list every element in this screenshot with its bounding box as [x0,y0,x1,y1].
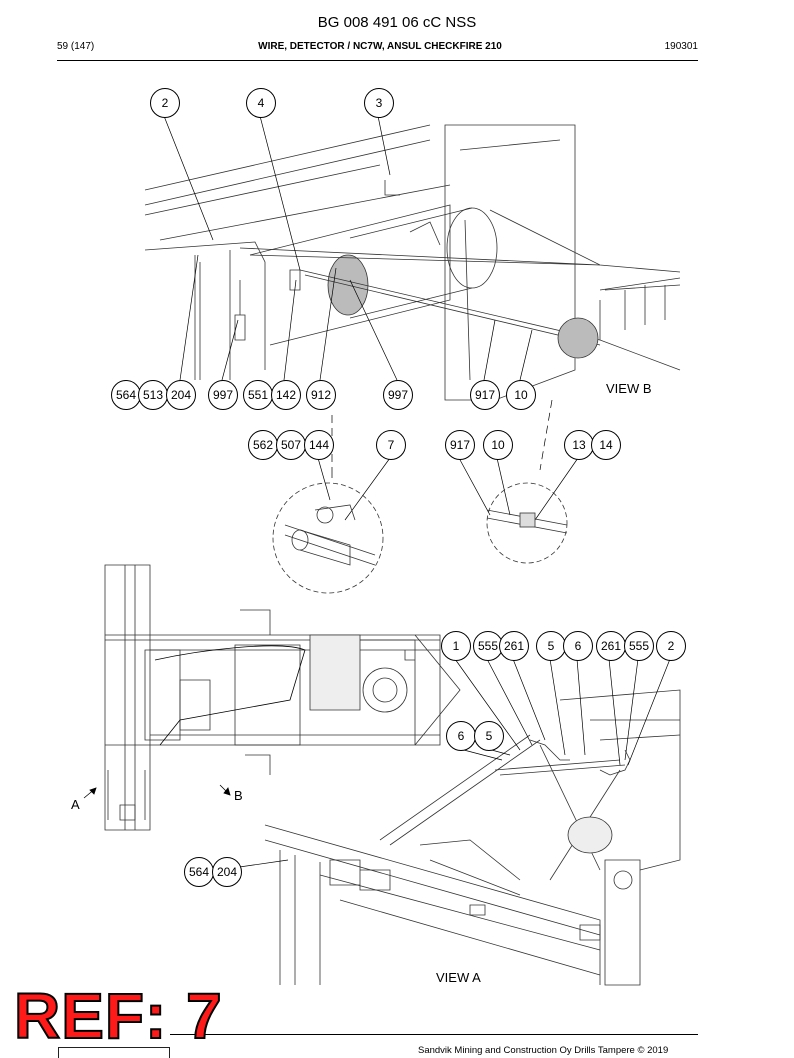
header-rule [57,60,698,61]
callout-204-a: 204 [212,857,242,887]
callout-4: 4 [246,88,276,118]
callout-555: 555 [473,631,503,661]
callout-204: 204 [166,380,196,410]
callout-997-b: 997 [383,380,413,410]
callout-6-a: 6 [446,721,476,751]
callout-1: 1 [441,631,471,661]
footer-copyright: Sandvik Mining and Construction Oy Drill… [418,1045,669,1056]
callout-261: 261 [499,631,529,661]
callout-14: 14 [591,430,621,460]
callout-10: 10 [506,380,536,410]
callout-3: 3 [364,88,394,118]
callout-917: 917 [470,380,500,410]
callout-144: 144 [304,430,334,460]
page-number: 59 (147) [57,41,95,52]
section-title: WIRE, DETECTOR / NC7W, ANSUL CHECKFIRE 2… [258,41,502,52]
callout-6: 6 [563,631,593,661]
view-b-drawing [144,124,681,401]
callout-997: 997 [208,380,238,410]
callout-912: 912 [306,380,336,410]
callout-564-a: 564 [184,857,214,887]
document-number: BG 008 491 06 cC NSS [317,14,477,31]
callout-261-b: 261 [596,631,626,661]
overview-drawing [104,564,461,831]
callout-7: 7 [376,430,406,460]
arrow-a-label: A [71,797,80,812]
callout-2-a: 2 [656,631,686,661]
callout-5-a: 5 [474,721,504,751]
callout-5: 5 [536,631,566,661]
callout-551: 551 [243,380,273,410]
ref-stamp: REF: 7 [13,980,223,1052]
callout-555-b: 555 [624,631,654,661]
callout-2: 2 [150,88,180,118]
callout-562: 562 [248,430,278,460]
document-date: 190301 [664,41,698,52]
view-a-label: VIEW A [436,970,481,985]
view-a-drawing [264,689,681,986]
view-b-label: VIEW B [606,381,652,396]
callout-10-detail: 10 [483,430,513,460]
callout-917-detail: 917 [445,430,475,460]
callout-13: 13 [564,430,594,460]
callout-142: 142 [271,380,301,410]
callout-513: 513 [138,380,168,410]
footer-rule [170,1034,698,1035]
callout-507: 507 [276,430,306,460]
arrow-b-label: B [234,788,243,803]
callout-564: 564 [111,380,141,410]
